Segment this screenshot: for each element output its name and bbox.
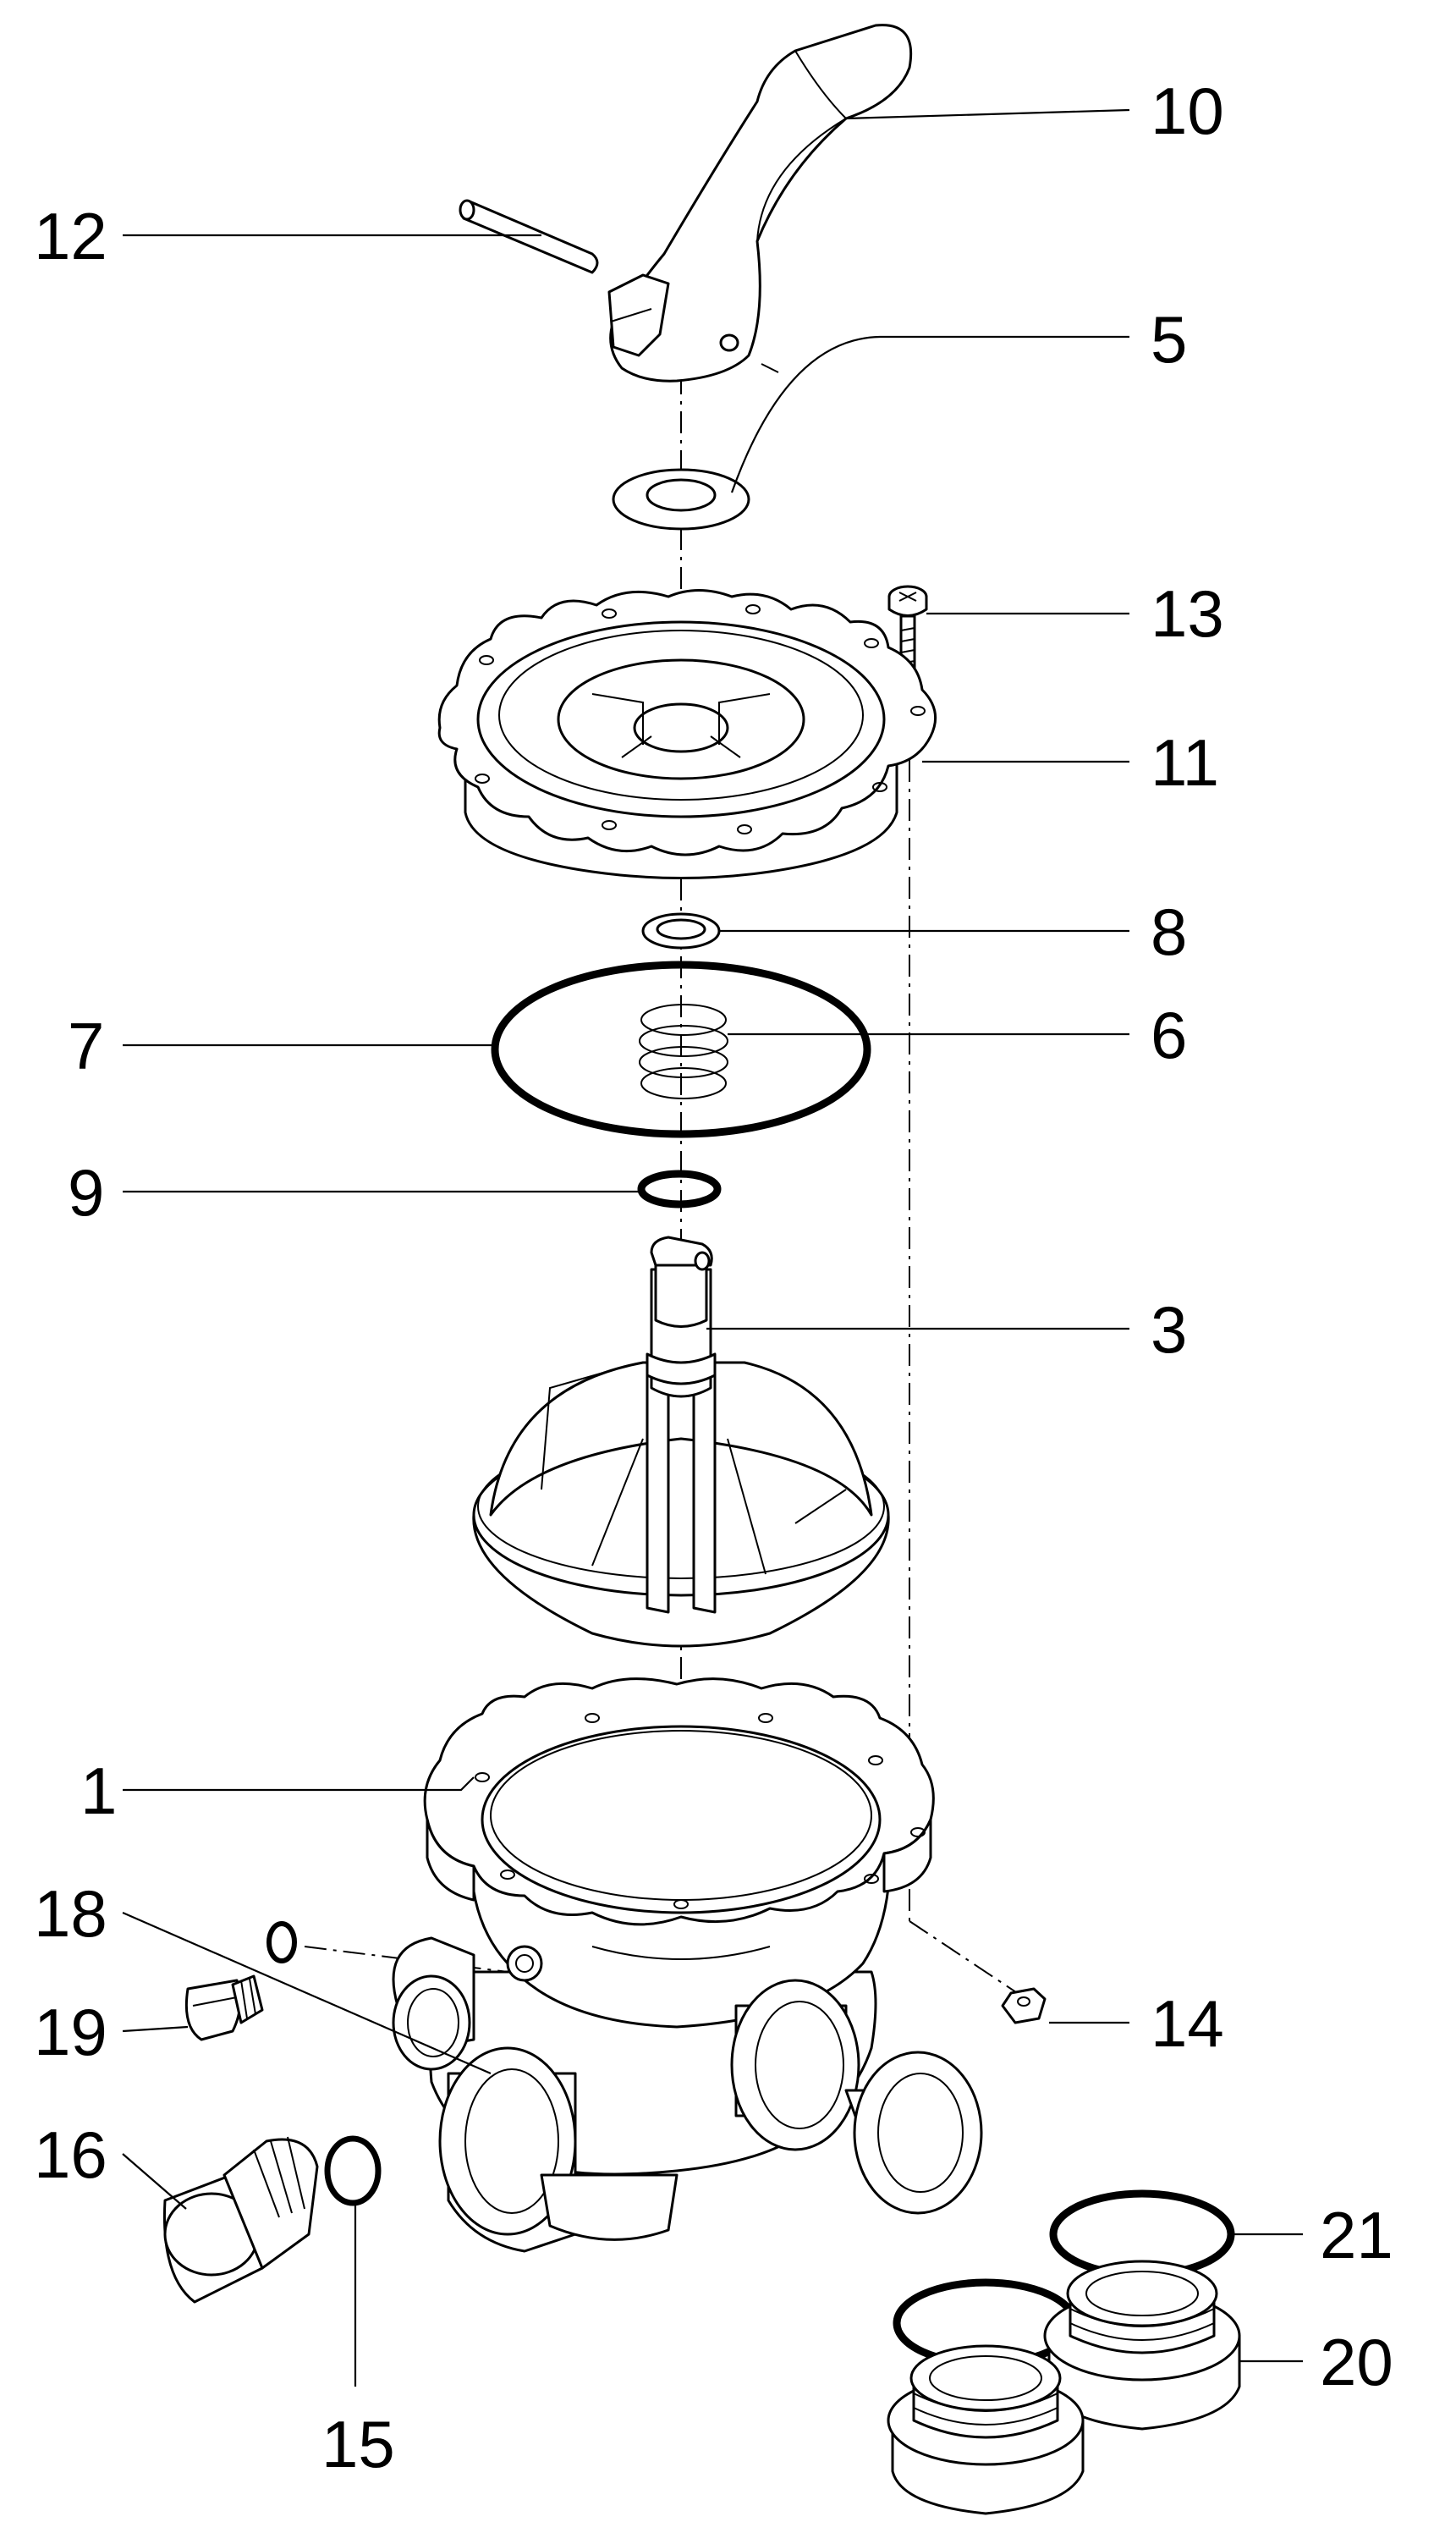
hex-nut [1001, 1987, 1047, 2024]
callout-12: 12 [34, 199, 107, 273]
spring-washer [641, 912, 721, 950]
union-tailpiece-left [887, 2344, 1085, 2515]
leader-19 [122, 2025, 189, 2033]
handle-lever [607, 24, 913, 383]
leader-16 [122, 2153, 187, 2210]
callout-7: 7 [68, 1009, 104, 1083]
callout-10: 10 [1151, 74, 1224, 148]
cover-o-ring [491, 961, 871, 1138]
cover-screw [887, 585, 928, 675]
leader-10 [845, 108, 1130, 120]
leader-5 [730, 335, 1129, 493]
callout-5: 5 [1151, 302, 1187, 377]
callout-19: 19 [34, 1995, 107, 2069]
pivot-pin [459, 199, 599, 274]
callout-18: 18 [34, 1876, 107, 1951]
top-cover [437, 589, 937, 879]
union-tailpiece-right [1043, 2260, 1241, 2431]
plug-o-ring [266, 1921, 297, 1963]
rotor-shaft [472, 1236, 890, 1648]
callout-labels: 10 12 5 13 11 8 7 6 9 3 1 18 19 14 16 21… [34, 74, 1393, 2481]
shaft-o-ring [637, 1170, 722, 1209]
callout-6: 6 [1151, 998, 1187, 1072]
callout-1: 1 [80, 1754, 117, 1828]
spring [639, 1004, 728, 1099]
callout-21: 21 [1320, 2198, 1393, 2272]
callout-14: 14 [1151, 1986, 1224, 2061]
leader-18 [122, 1911, 492, 2075]
drain-cap [162, 2136, 319, 2304]
callout-15: 15 [321, 2407, 395, 2481]
callout-20: 20 [1320, 2325, 1393, 2399]
handle-washer [612, 468, 750, 531]
nut-axis [909, 1920, 1025, 1998]
callout-16: 16 [34, 2117, 107, 2192]
leader-lines [122, 108, 1303, 2387]
callout-11: 11 [1151, 725, 1219, 800]
callout-9: 9 [68, 1155, 104, 1230]
callout-8: 8 [1151, 895, 1187, 969]
callout-3: 3 [1151, 1292, 1187, 1367]
drain-plug-screw [184, 1974, 264, 2041]
callout-13: 13 [1151, 576, 1224, 651]
cap-o-ring [324, 2135, 382, 2206]
leader-1 [123, 1776, 475, 1792]
valve-body [392, 1677, 983, 2253]
